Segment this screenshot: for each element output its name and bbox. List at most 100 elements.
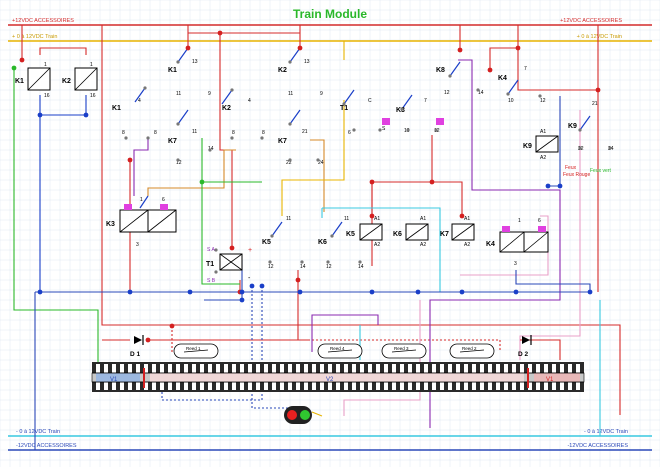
pin-label: 1	[44, 62, 47, 68]
junction-dot	[415, 289, 421, 295]
junction-dot	[300, 260, 304, 264]
k7-contact-2-label: K7	[278, 138, 287, 145]
junction-dot	[19, 57, 25, 63]
svg-text:13: 13	[304, 59, 310, 65]
rail-train-neg-label-left: - 0 à 12VDC Train	[16, 429, 60, 435]
pin-label: 16	[90, 93, 96, 99]
junction-dot	[214, 270, 218, 274]
junction-dot	[595, 87, 601, 93]
junction-dot	[37, 112, 43, 118]
junction-dot	[185, 45, 191, 51]
pin-label: A2	[464, 242, 470, 248]
pin-label: A1	[420, 216, 426, 222]
k6-contact-label: K6	[318, 239, 327, 246]
k2-contact-1-label: K2	[278, 67, 287, 74]
relay-coil-k7: K7 A1 A2	[440, 216, 475, 248]
junction-dot	[330, 234, 334, 238]
junction-dot	[217, 30, 223, 36]
junction-dot	[214, 248, 218, 252]
d1-label: D 1	[130, 351, 141, 358]
k4-contact-label: K4	[498, 75, 507, 82]
diode-d1: D 1	[130, 335, 144, 358]
diode-d2: D 2	[518, 335, 532, 358]
k3-coil-label: K3	[106, 221, 115, 228]
junction-dot	[587, 289, 593, 295]
junction-dot	[239, 297, 245, 303]
rail-neg12-label-left: -12VDC ACCESSOIRES	[16, 443, 77, 449]
junction-dot	[288, 122, 292, 126]
svg-text:21: 21	[592, 101, 598, 107]
t1-sb-label: S B	[207, 278, 216, 284]
traffic-signal	[284, 406, 323, 424]
rail-pos12-label-right: +12VDC ACCESSOIRES	[560, 18, 622, 24]
junction-dot	[578, 128, 582, 132]
relay-coil-k1: K1 1 16	[15, 62, 51, 99]
pin-label: A2	[540, 155, 546, 161]
svg-text:3: 3	[514, 261, 517, 267]
svg-text:7: 7	[524, 66, 527, 72]
svg-text:4: 4	[248, 98, 251, 104]
svg-text:24: 24	[318, 160, 324, 166]
relay-coil-k9: K9 A1 A2	[523, 129, 559, 161]
svg-text:12: 12	[444, 90, 450, 96]
feux-vert-label: Feux vert	[590, 168, 611, 174]
svg-text:11: 11	[286, 216, 291, 222]
junction-dot	[352, 128, 356, 132]
junction-dot	[249, 283, 255, 289]
reed-switch-4: Reed 4	[317, 343, 363, 359]
magenta-tag	[382, 118, 390, 125]
svg-text:4: 4	[138, 98, 141, 104]
junction-dot	[176, 60, 180, 64]
junction-dot	[476, 88, 480, 92]
junction-dot	[369, 289, 375, 295]
junction-dot	[169, 323, 175, 329]
svg-text:8: 8	[262, 130, 265, 136]
wiring	[13, 25, 621, 450]
junction-dot	[288, 158, 292, 162]
junction-dot	[378, 128, 382, 132]
svg-text:12: 12	[540, 98, 546, 104]
t1-sa-label: S A	[207, 247, 215, 253]
svg-text:8: 8	[154, 130, 157, 136]
junction-dot	[434, 128, 438, 132]
rail-train-neg-label-right: - 0 à 12VDC Train	[584, 429, 628, 435]
k3-contact-label: K3	[396, 107, 405, 114]
junction-dot	[429, 179, 435, 185]
svg-text:14: 14	[478, 90, 484, 96]
reed4-label: Reed 4	[330, 346, 345, 351]
t1-label: T1	[206, 261, 214, 268]
reed3-label: Reed 3	[394, 346, 409, 351]
rail-train-pos-label-right: + 0 à 12VDC Train	[577, 34, 622, 40]
reed-switch-3: Reed 3	[381, 343, 427, 359]
feux-rouge-label-1: Feux	[565, 165, 577, 171]
junction-dot	[538, 94, 542, 98]
d2-label: D 2	[518, 351, 529, 358]
pin-label: A1	[374, 216, 380, 222]
svg-text:6: 6	[348, 130, 351, 136]
pin-label: A2	[374, 242, 380, 248]
junction-dots	[11, 30, 612, 343]
junction-dot	[83, 112, 89, 118]
t1-minus-label: -	[248, 275, 251, 282]
k1-contact-1-label: K1	[168, 67, 177, 74]
pin-label: A1	[540, 129, 546, 135]
svg-text:9: 9	[208, 91, 211, 97]
svg-text:9: 9	[320, 91, 323, 97]
v2-label: V2	[326, 377, 334, 383]
junction-dot	[358, 260, 362, 264]
junction-dot	[143, 86, 147, 90]
motor-t1: T1 S A S B + -	[206, 247, 252, 284]
svg-text:7: 7	[424, 98, 427, 104]
rail-neg12-label-right: -12VDC ACCESSOIRES	[567, 443, 628, 449]
junction-dot	[270, 234, 274, 238]
svg-text:6: 6	[538, 218, 541, 224]
svg-text:3: 3	[136, 242, 139, 248]
svg-text:C: C	[368, 98, 372, 104]
junction-dot	[268, 260, 272, 264]
k6-coil-label: K6	[393, 231, 402, 238]
svg-text:6: 6	[162, 197, 165, 203]
junction-dot	[369, 213, 375, 219]
junction-dot	[127, 157, 133, 163]
